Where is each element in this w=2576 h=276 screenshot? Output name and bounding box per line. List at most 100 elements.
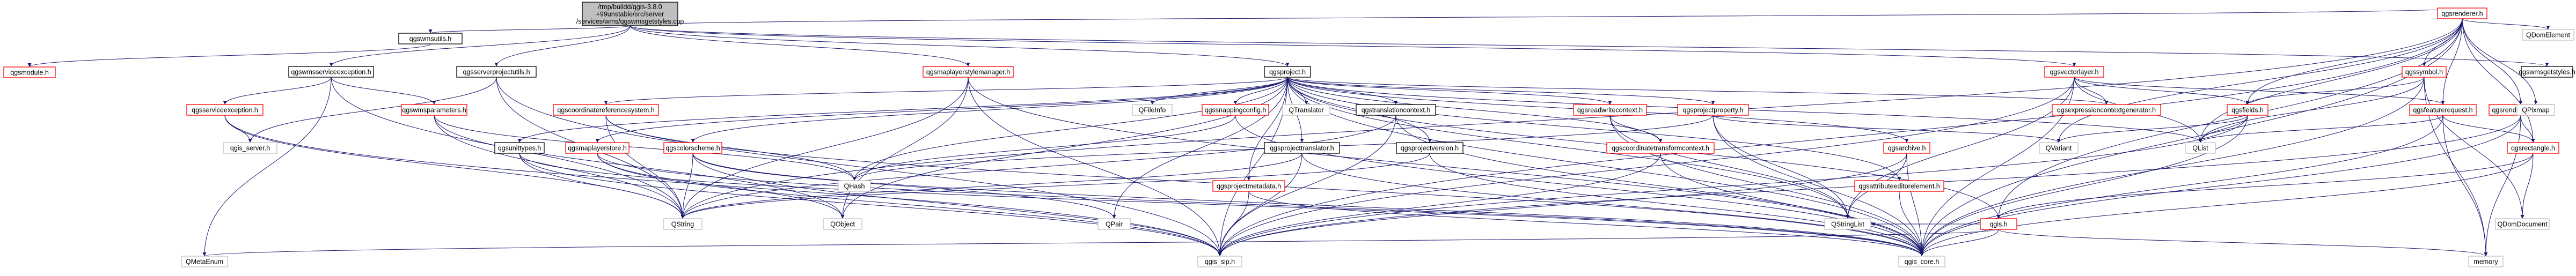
node-label: qgsexpressioncontextgenerator.h <box>2057 107 2156 114</box>
node-label: qgsfields.h <box>2231 107 2264 114</box>
node-label: qgis_core.h <box>1905 258 1940 266</box>
node-qgscolorscheme[interactable]: qgscolorscheme.h <box>663 142 722 154</box>
node-label: qgsunittypes.h <box>498 145 541 152</box>
node-qgsrenderer[interactable]: qgsrenderer.h <box>2437 8 2487 19</box>
node-qgsprojectmetadata[interactable]: qgsprojectmetadata.h <box>1212 180 1285 192</box>
node-label: QString <box>671 221 694 228</box>
node-label: qgsprojectproperty.h <box>1682 107 1743 114</box>
node-label: qgswmsutils.h <box>409 35 452 43</box>
edge-qgsvectorlayer-to-qstringlist <box>1846 77 2075 219</box>
node-label: qgsreadwritecontext.h <box>1577 107 1643 114</box>
node-box <box>223 142 277 154</box>
edge-qgsfields-to-qgis_core <box>1920 115 2248 257</box>
edge-qgsproject-to-qgsattributeeditorelement <box>1287 77 1901 181</box>
node-qgis-server: qgis_server.h <box>223 142 277 154</box>
node-qhash: QHash <box>838 180 871 192</box>
node-qgsarchive[interactable]: qgsarchive.h <box>1883 142 1930 154</box>
node-qgsmaplayerstylemanager[interactable]: qgsmaplayerstylemanager.h <box>923 66 1014 78</box>
node-box <box>2522 29 2574 41</box>
node-qgssnappingconfig[interactable]: qgssnappingconfig.h <box>1202 104 1269 116</box>
node-box <box>2044 66 2104 78</box>
node-qgswmsutils[interactable]: qgswmsutils.h <box>398 33 463 44</box>
node-qgsfields[interactable]: qgsfields.h <box>2227 104 2268 116</box>
edge-qgsprojectproperty-to-qvariant <box>1713 115 2061 143</box>
edge-qgsfields-to-qvariant <box>2057 115 2248 143</box>
node-label: qgsserviceexception.h <box>192 107 258 114</box>
edge-qgsprojecttranslator-to-qstring <box>680 153 1302 219</box>
node-root[interactable]: /tmp/buildd/qgis-3.8.0+99unstable/src/se… <box>576 2 684 26</box>
edge-qgsrenderer-to-qvariant <box>2057 18 2463 143</box>
node-qgsprojectversion[interactable]: qgsprojectversion.h <box>1396 142 1463 154</box>
node-label: qgsprojectmetadata.h <box>1217 183 1281 190</box>
node-qgssymbol[interactable]: qgssymbol.h <box>2402 66 2447 78</box>
node-qgsfeaturerequest[interactable]: qgsfeaturerequest.h <box>2409 104 2477 116</box>
node-box <box>2468 256 2504 267</box>
node-box <box>456 66 537 78</box>
node-box <box>1212 180 1285 192</box>
node-qgsserverprojectutils[interactable]: qgsserverprojectutils.h <box>456 66 537 78</box>
node-qgswmsgetstyles[interactable]: qgswmsgetstyles.h <box>2519 66 2575 78</box>
node-box <box>2039 142 2079 154</box>
node-box <box>2507 142 2559 154</box>
node-qgsunittypes[interactable]: qgsunittypes.h <box>494 142 545 154</box>
edge-root-to-qgsmaplayerstylemanager <box>630 25 970 67</box>
node-box <box>186 104 264 116</box>
node-qgis-core: qgis_core.h <box>1898 256 1945 267</box>
edge-qgscolorscheme-to-qgis_sip <box>692 153 1222 257</box>
node-label: QStringList <box>1831 221 1864 228</box>
node-qgsmodule[interactable]: qgsmodule.h <box>3 66 56 78</box>
edge-qgswmsparameters-to-qobject <box>434 115 845 219</box>
edge-qgsfeaturerequest-to-qgsrectangle <box>2442 115 2535 143</box>
edge-qgsreadwritecontext-to-qstringlist <box>1609 115 1850 219</box>
node-qgsproject[interactable]: qgsproject.h <box>1264 66 1311 78</box>
node-label: QVariant <box>2046 145 2072 152</box>
edge-root-to-qgsproject <box>630 25 1290 67</box>
node-box <box>2521 66 2573 78</box>
node-qgsattributeeditorelement[interactable]: qgsattributeeditorelement.h <box>1854 180 1944 192</box>
node-label: QDomDocument <box>2497 221 2548 228</box>
node-box <box>1898 256 1945 267</box>
node-qgsprojecttranslator[interactable]: qgsprojecttranslator.h <box>1264 142 1340 154</box>
edge-qgsproject-to-qgsreadwritecontext <box>1287 77 1612 105</box>
edge-qgsmaplayerstore-to-qgis_sip <box>597 153 1222 257</box>
node-qgsreadwritecontext[interactable]: qgsreadwritecontext.h <box>1573 104 1647 116</box>
node-label: qgis_sip.h <box>1205 258 1235 266</box>
edge-qgsrenderer-to-qgsfeaturerequest <box>2441 18 2463 105</box>
edge-qgsrenderer-to-qgsh <box>1996 18 2463 219</box>
node-qgsmaplayerstore[interactable]: qgsmaplayerstore.h <box>565 142 630 154</box>
edge-qgsproject-to-qgsprojectproperty <box>1287 77 1715 105</box>
node-box <box>1097 218 1131 230</box>
node-qgswmsserviceexception[interactable]: qgswmsserviceexception.h <box>288 66 374 78</box>
node-box <box>1883 142 1930 154</box>
node-qgsh[interactable]: qgis.h <box>1980 218 2017 230</box>
edge-qgsfeaturerequest-to-qgis_core <box>1920 115 2443 257</box>
node-box <box>181 256 228 267</box>
node-qgsprojectproperty[interactable]: qgsprojectproperty.h <box>1677 104 1749 116</box>
node-label: qgsmaplayerstore.h <box>568 145 627 152</box>
node-box <box>1132 104 1173 116</box>
edge-qgsvectorlayer-to-qgsfields <box>2074 77 2250 105</box>
node-qpixmap: QPixmap <box>2516 104 2555 116</box>
edge-qgssymbol-to-qgsfields <box>2245 77 2425 105</box>
node-label: qgsmodule.h <box>10 69 49 77</box>
edge-qgssnappingconfig-to-qhash <box>852 115 1236 181</box>
node-qgsvectorlayer[interactable]: qgsvectorlayer.h <box>2044 66 2104 78</box>
node-box <box>1980 218 2017 230</box>
node-qgswmsparameters[interactable]: qgswmsparameters.h <box>401 104 467 116</box>
node-qgscoordinatereferencesystem[interactable]: qgscoordinatereferencesystem.h <box>553 104 659 116</box>
edge-qgsmaplayerstore-to-qobject <box>597 153 845 219</box>
node-box <box>823 218 862 230</box>
edge-qgsfeaturerequest-to-memory <box>2442 115 2488 257</box>
node-label: QPixmap <box>2522 107 2549 114</box>
node-qgsexpressioncontextgenerator[interactable]: qgsexpressioncontextgenerator.h <box>2052 104 2161 116</box>
edge-root-to-qgswmsgetstyles <box>630 25 2549 67</box>
edge-qgsprojecttranslator-to-qgis_core <box>1301 153 1924 257</box>
node-qgscoordinatetransformcontext[interactable]: qgscoordinatetransformcontext.h <box>1606 142 1715 154</box>
edge-qgsfeaturerequest-to-qlist <box>2198 115 2443 143</box>
edge-qgsprojectproperty-to-qgis_core <box>1713 115 1924 257</box>
node-qgsrectangle[interactable]: qgsrectangle.h <box>2507 142 2559 154</box>
node-qgsserviceexception[interactable]: qgsserviceexception.h <box>186 104 264 116</box>
edge-qgsfields-to-qgis_sip <box>1218 115 2248 257</box>
node-qgstranslationcontext[interactable]: qgstranslationcontext.h <box>1356 104 1436 116</box>
node-label: qgis.h <box>1989 221 2007 228</box>
